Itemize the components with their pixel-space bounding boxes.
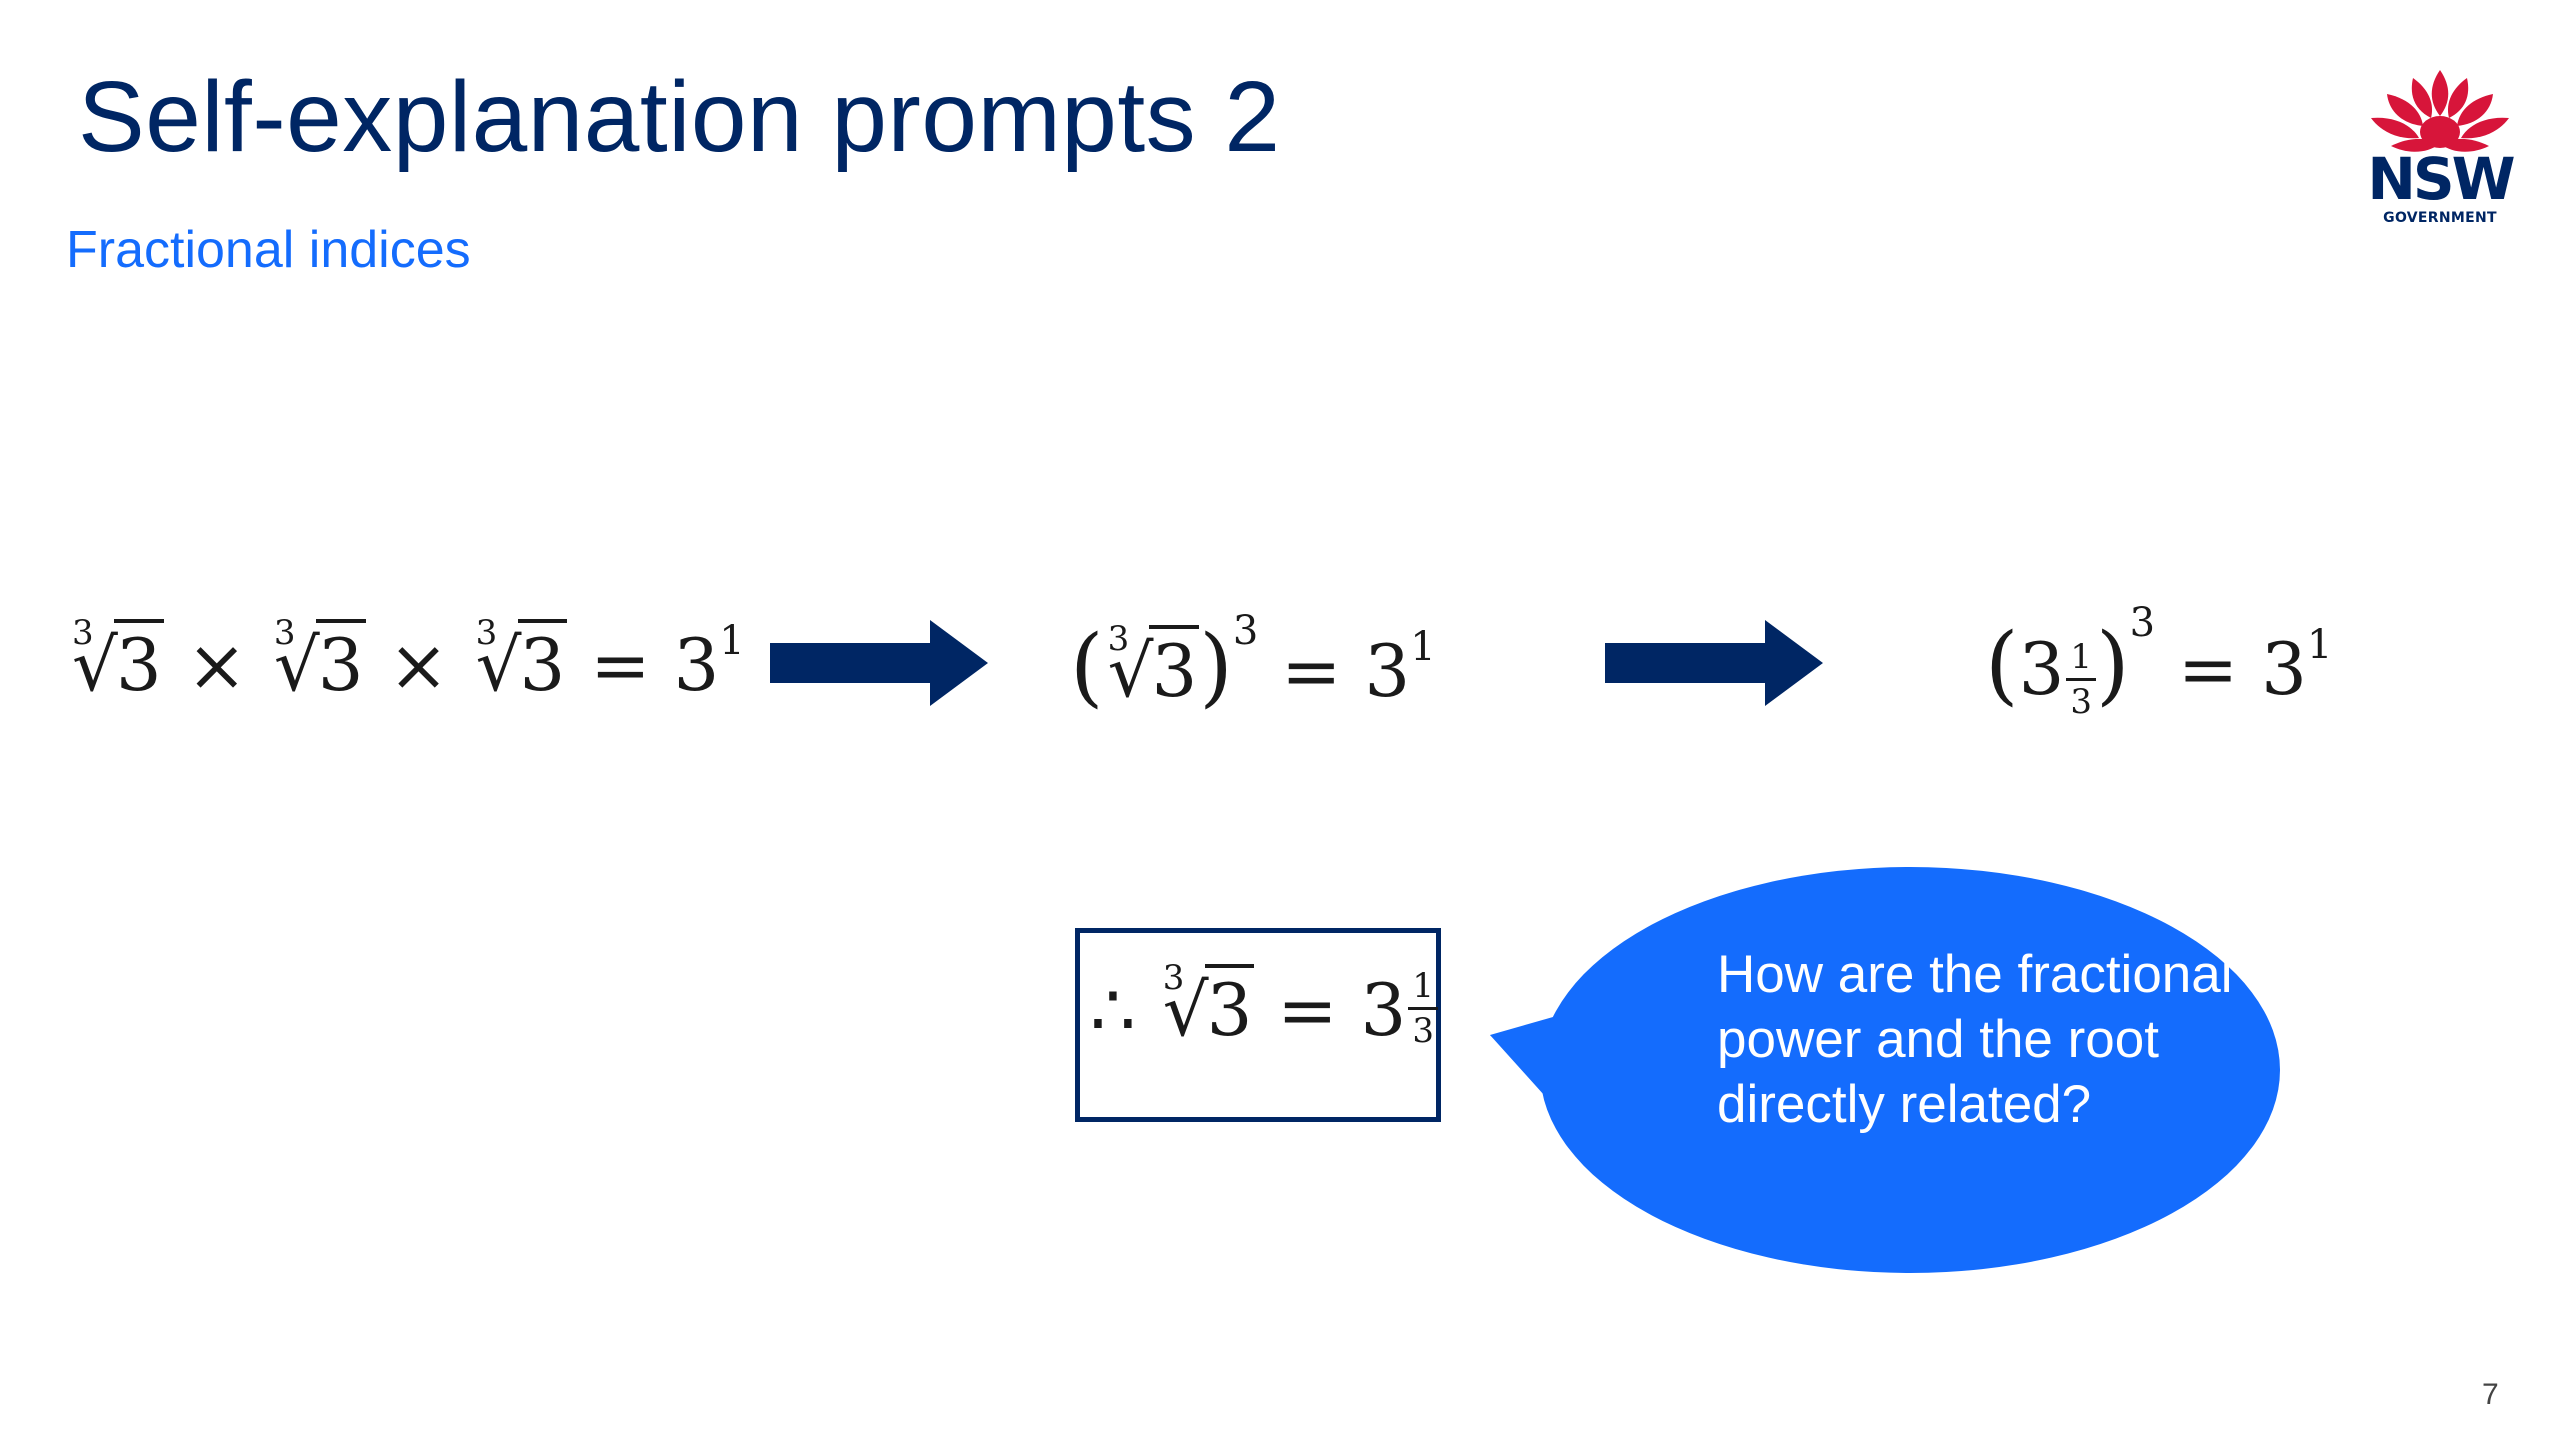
logo-tagline: GOVERNMENT bbox=[2383, 210, 2497, 226]
cube-root: 3√3 bbox=[72, 613, 164, 707]
waratah-icon bbox=[2371, 70, 2509, 152]
equals-sign: = bbox=[590, 623, 651, 707]
logo-wordmark: NSW bbox=[2367, 145, 2515, 213]
base: 3 bbox=[1360, 968, 1407, 1052]
equals-sign: = bbox=[1277, 968, 1338, 1052]
cube-root: 3√3 bbox=[1107, 619, 1200, 713]
exponent: 3 bbox=[2129, 600, 2156, 646]
base: 3 bbox=[673, 623, 720, 707]
equation-root-cubed: (3√3)3 = 31 bbox=[1070, 608, 1436, 717]
slide-title: Self-explanation prompts 2 bbox=[78, 61, 1281, 173]
equals-sign: = bbox=[2177, 627, 2239, 711]
conclusion-box bbox=[1075, 928, 1441, 1122]
slide-subtitle: Fractional indices bbox=[66, 221, 471, 279]
nsw-government-logo: NSW GOVERNMENT bbox=[2365, 68, 2516, 238]
page-number: 7 bbox=[2482, 1378, 2499, 1411]
speech-bubble bbox=[1490, 867, 2280, 1273]
right-arrow-icon bbox=[1605, 620, 1823, 706]
exponent: 1 bbox=[1410, 624, 1436, 670]
therefore-symbol: ∴ bbox=[1090, 968, 1136, 1052]
times-sign: × bbox=[388, 623, 449, 707]
base: 3 bbox=[2018, 627, 2065, 711]
times-sign: × bbox=[186, 623, 247, 707]
equation-product-of-roots: 3√3 × 3√3 × 3√3 = 31 bbox=[68, 613, 745, 707]
cube-root: 3√3 bbox=[1162, 958, 1255, 1052]
callout-question: How are the fractional power and the roo… bbox=[1717, 945, 2233, 1134]
right-arrow-icon bbox=[770, 620, 988, 706]
base: 3 bbox=[1364, 629, 1411, 713]
exponent: 3 bbox=[1232, 608, 1259, 654]
exponent: 1 bbox=[719, 618, 745, 664]
cube-root: 3√3 bbox=[475, 613, 568, 707]
cube-root: 3√3 bbox=[273, 613, 366, 707]
base: 3 bbox=[2261, 627, 2307, 711]
equals-sign: = bbox=[1281, 629, 1342, 713]
exponent: 1 bbox=[2306, 622, 2333, 668]
